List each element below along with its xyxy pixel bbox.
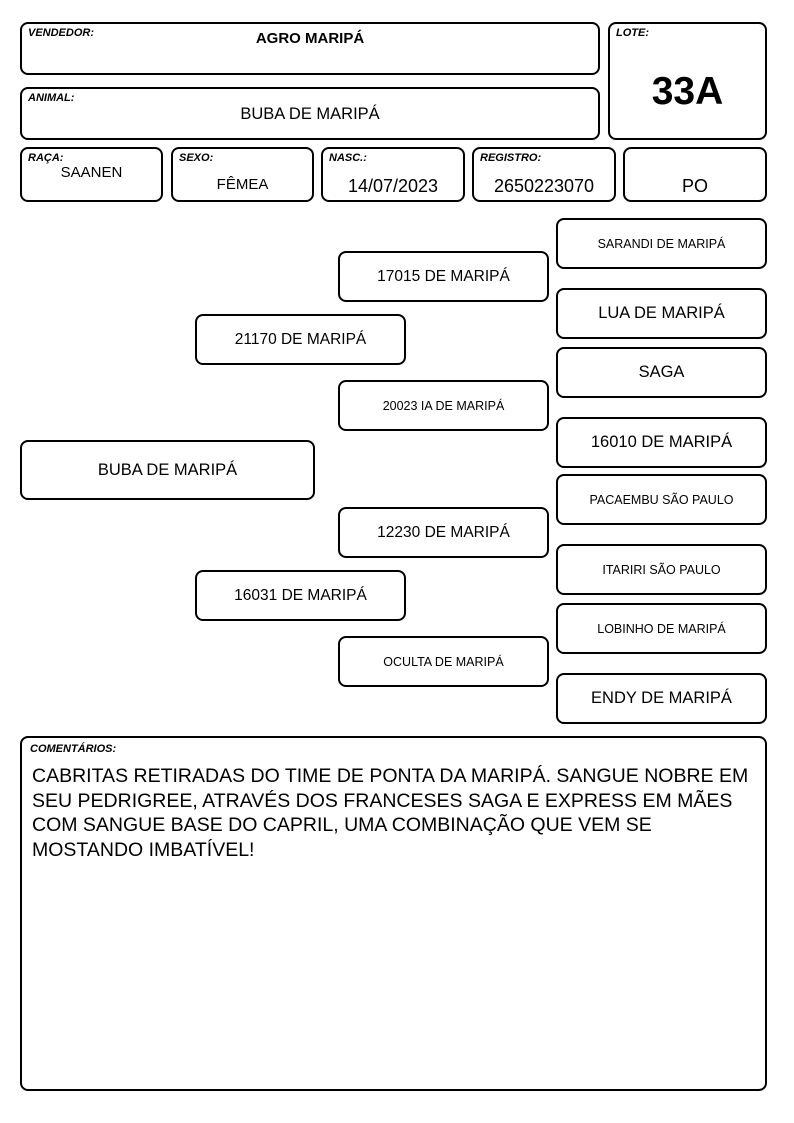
pedigree-ddd: ENDY DE MARIPÁ bbox=[556, 673, 767, 724]
lote-label: LOTE: bbox=[616, 27, 649, 39]
comments-label: COMENTÁRIOS: bbox=[30, 743, 117, 755]
raca-label: RAÇA: bbox=[28, 152, 64, 164]
pedigree-sire-sire: 17015 DE MARIPÁ bbox=[338, 251, 549, 302]
pedigree-sire: 21170 DE MARIPÁ bbox=[195, 314, 406, 365]
animal-value: BUBA DE MARIPÁ bbox=[240, 105, 380, 123]
vendedor-value: AGRO MARIPÁ bbox=[255, 30, 365, 47]
categoria-value: PO bbox=[681, 176, 708, 196]
nasc-label: NASC.: bbox=[329, 152, 367, 164]
registro-box: REGISTRO: 2650223070 bbox=[472, 147, 616, 202]
pedigree-dss: PACAEMBU SÃO PAULO bbox=[556, 474, 767, 525]
pedigree-dam-sire: 12230 DE MARIPÁ bbox=[338, 507, 549, 558]
pedigree-sdd: 16010 DE MARIPÁ bbox=[556, 417, 767, 468]
vendedor-box: VENDEDOR: AGRO MARIPÁ bbox=[20, 22, 600, 75]
lote-box: LOTE: 33A bbox=[608, 22, 767, 140]
pedigree-dsd: ITARIRI SÃO PAULO bbox=[556, 544, 767, 595]
pedigree-sds: SAGA bbox=[556, 347, 767, 398]
sexo-box: SEXO: FÊMEA bbox=[171, 147, 314, 202]
comments-text: CABRITAS RETIRADAS DO TIME DE PONTA DA M… bbox=[32, 765, 749, 861]
pedigree-animal: BUBA DE MARIPÁ bbox=[20, 440, 315, 500]
nasc-box: NASC.: 14/07/2023 bbox=[321, 147, 465, 202]
registro-value: 2650223070 bbox=[493, 176, 595, 196]
sexo-label: SEXO: bbox=[179, 152, 214, 164]
pedigree-dam: 16031 DE MARIPÁ bbox=[195, 570, 406, 621]
pedigree-ssd: LUA DE MARIPÁ bbox=[556, 288, 767, 339]
animal-label: ANIMAL: bbox=[28, 92, 75, 104]
nasc-value: 14/07/2023 bbox=[347, 176, 439, 196]
raca-box: RAÇA: SAANEN bbox=[20, 147, 163, 202]
lote-value: 33A bbox=[651, 70, 724, 113]
pedigree-sire-dam: 20023 IA DE MARIPÁ bbox=[338, 380, 549, 431]
animal-box: ANIMAL: BUBA DE MARIPÁ bbox=[20, 87, 600, 140]
comments-box: COMENTÁRIOS: CABRITAS RETIRADAS DO TIME … bbox=[20, 736, 767, 1091]
pedigree-sss: SARANDI DE MARIPÁ bbox=[556, 218, 767, 269]
vendedor-label: VENDEDOR: bbox=[28, 27, 95, 39]
registro-label: REGISTRO: bbox=[480, 152, 542, 164]
raca-value: SAANEN bbox=[60, 164, 123, 181]
sexo-value: FÊMEA bbox=[216, 176, 269, 193]
pedigree-dds: LOBINHO DE MARIPÁ bbox=[556, 603, 767, 654]
pedigree-dam-dam: OCULTA DE MARIPÁ bbox=[338, 636, 549, 687]
categoria-box: PO bbox=[623, 147, 767, 202]
